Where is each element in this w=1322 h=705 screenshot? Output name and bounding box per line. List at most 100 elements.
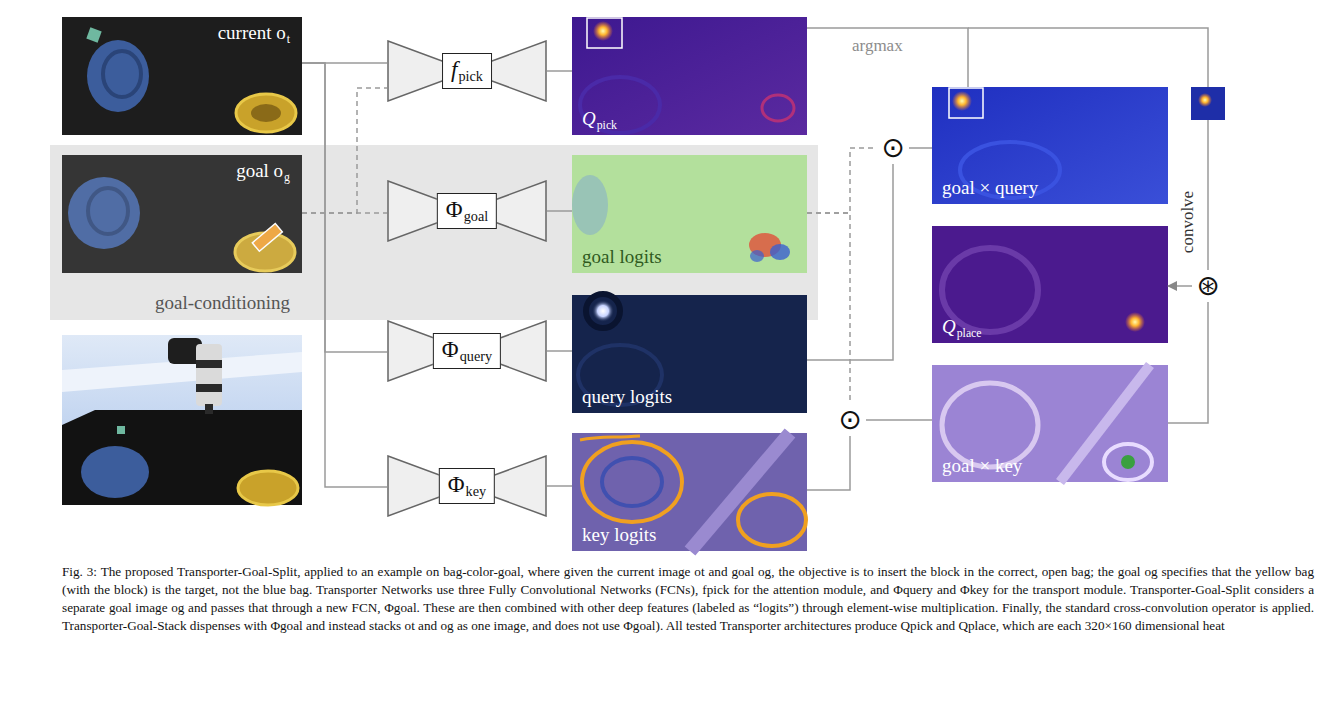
argmax-wire <box>968 28 1208 87</box>
node-label: Φquery <box>433 333 501 369</box>
node-label: Φkey <box>439 468 495 504</box>
hourglass-outline <box>388 41 546 101</box>
label-text: Φ <box>442 337 459 362</box>
heatmap: query logits <box>572 295 807 413</box>
subscript: pick <box>458 68 483 84</box>
goal-logits-map <box>572 155 807 273</box>
label-text: ⊙ <box>881 131 904 164</box>
label-text: ⊙ <box>838 403 861 436</box>
node-label: goal logits <box>582 246 662 268</box>
subscript: key <box>466 483 487 499</box>
connector <box>302 63 387 487</box>
label-text: goal logits <box>582 246 662 267</box>
label-text: Q <box>582 108 596 129</box>
heatmap: goal logits <box>572 155 807 273</box>
connector <box>1168 302 1208 423</box>
query-logits-map <box>572 294 807 413</box>
place-heatmap <box>932 226 1168 343</box>
node-label: goal og <box>236 160 290 182</box>
node-label: goal-conditioning <box>155 292 290 314</box>
label-text: Φ <box>446 197 463 222</box>
connector <box>1168 285 1192 287</box>
goal-key-map <box>932 365 1168 482</box>
fcn-network: Φquery <box>387 320 547 382</box>
robot-render <box>62 335 302 505</box>
label-text: ⊛ <box>1196 269 1219 302</box>
convolve-operator: ⊛ <box>1192 270 1224 302</box>
figure-caption: Fig. 3: The proposed Transporter-Goal-Sp… <box>62 563 1314 635</box>
subscript: query <box>460 348 492 364</box>
node-label: fpick <box>442 53 492 89</box>
label-text: key logits <box>582 524 656 545</box>
label-text: current o <box>218 22 286 43</box>
heatmap: Qplace <box>932 226 1168 343</box>
connector <box>547 485 572 487</box>
node-label: goal × query <box>942 177 1038 199</box>
subscript: g <box>284 171 290 184</box>
label-text: Q <box>942 316 956 337</box>
connector <box>807 164 893 360</box>
node-label: ⊙ <box>838 406 861 434</box>
connector <box>547 70 572 72</box>
subscript: place <box>957 327 982 340</box>
current-image <box>62 17 302 135</box>
hourglass-outline <box>388 456 546 516</box>
convolve-wire <box>1207 120 1209 270</box>
camera-image: current ot <box>62 17 302 135</box>
label-text: goal o <box>236 160 283 181</box>
connector <box>807 148 877 213</box>
label-text: Φ <box>448 472 465 497</box>
fcn-network: Φkey <box>387 455 547 517</box>
hourglass-outline <box>388 321 546 381</box>
goal-conditioning-band: goal-conditioninggoal ogΦgoalgoal logits <box>50 145 818 320</box>
connector <box>547 350 572 352</box>
label-text: goal-conditioning <box>155 292 290 313</box>
label-text: query logits <box>582 386 672 407</box>
heatmap: Qpick <box>572 17 807 135</box>
connector <box>302 63 387 352</box>
node-label: ⊙ <box>881 134 904 162</box>
crop-patch <box>1191 87 1225 120</box>
band-ground <box>50 145 818 320</box>
heatmap: goal × key <box>932 365 1168 482</box>
node-label: current ot <box>218 22 290 44</box>
connector <box>547 210 572 212</box>
node-label: goal × key <box>942 455 1022 477</box>
subscript: goal <box>464 208 489 224</box>
node-label: Qpick <box>582 108 617 130</box>
multiply-operator: ⊙ <box>834 404 866 436</box>
operation-label: convolve <box>1178 191 1197 253</box>
subscript: t <box>287 33 290 46</box>
fcn-network: Φgoal <box>387 180 547 242</box>
key-logits-map <box>572 433 807 551</box>
goal-image <box>62 155 302 273</box>
label-text: f <box>451 57 457 82</box>
connector <box>807 28 968 87</box>
goal-query-map <box>932 87 1168 204</box>
edge-label: argmax <box>850 36 905 56</box>
node-label: query logits <box>582 386 672 408</box>
label-text: goal × key <box>942 455 1022 476</box>
subscript: pick <box>597 119 617 132</box>
rotated-label-holder: convolve <box>1178 191 1198 253</box>
fcn-network: fpick <box>387 40 547 102</box>
node-label: Qplace <box>942 316 982 338</box>
node-label: ⊛ <box>1196 272 1219 300</box>
multiply-operator: ⊙ <box>877 132 909 164</box>
connector <box>302 88 387 213</box>
connector <box>866 419 932 421</box>
node-label: key logits <box>582 524 656 546</box>
connector <box>909 147 932 149</box>
hourglass-outline <box>388 181 546 241</box>
heatmap: goal × query <box>932 87 1168 204</box>
band-tint <box>62 155 302 273</box>
node-label: Φgoal <box>437 193 497 229</box>
heatmap: key logits <box>572 433 807 551</box>
pick-heatmap <box>572 17 807 135</box>
connector <box>807 213 850 404</box>
camera-image: goal og <box>62 155 302 273</box>
connector <box>807 436 850 490</box>
